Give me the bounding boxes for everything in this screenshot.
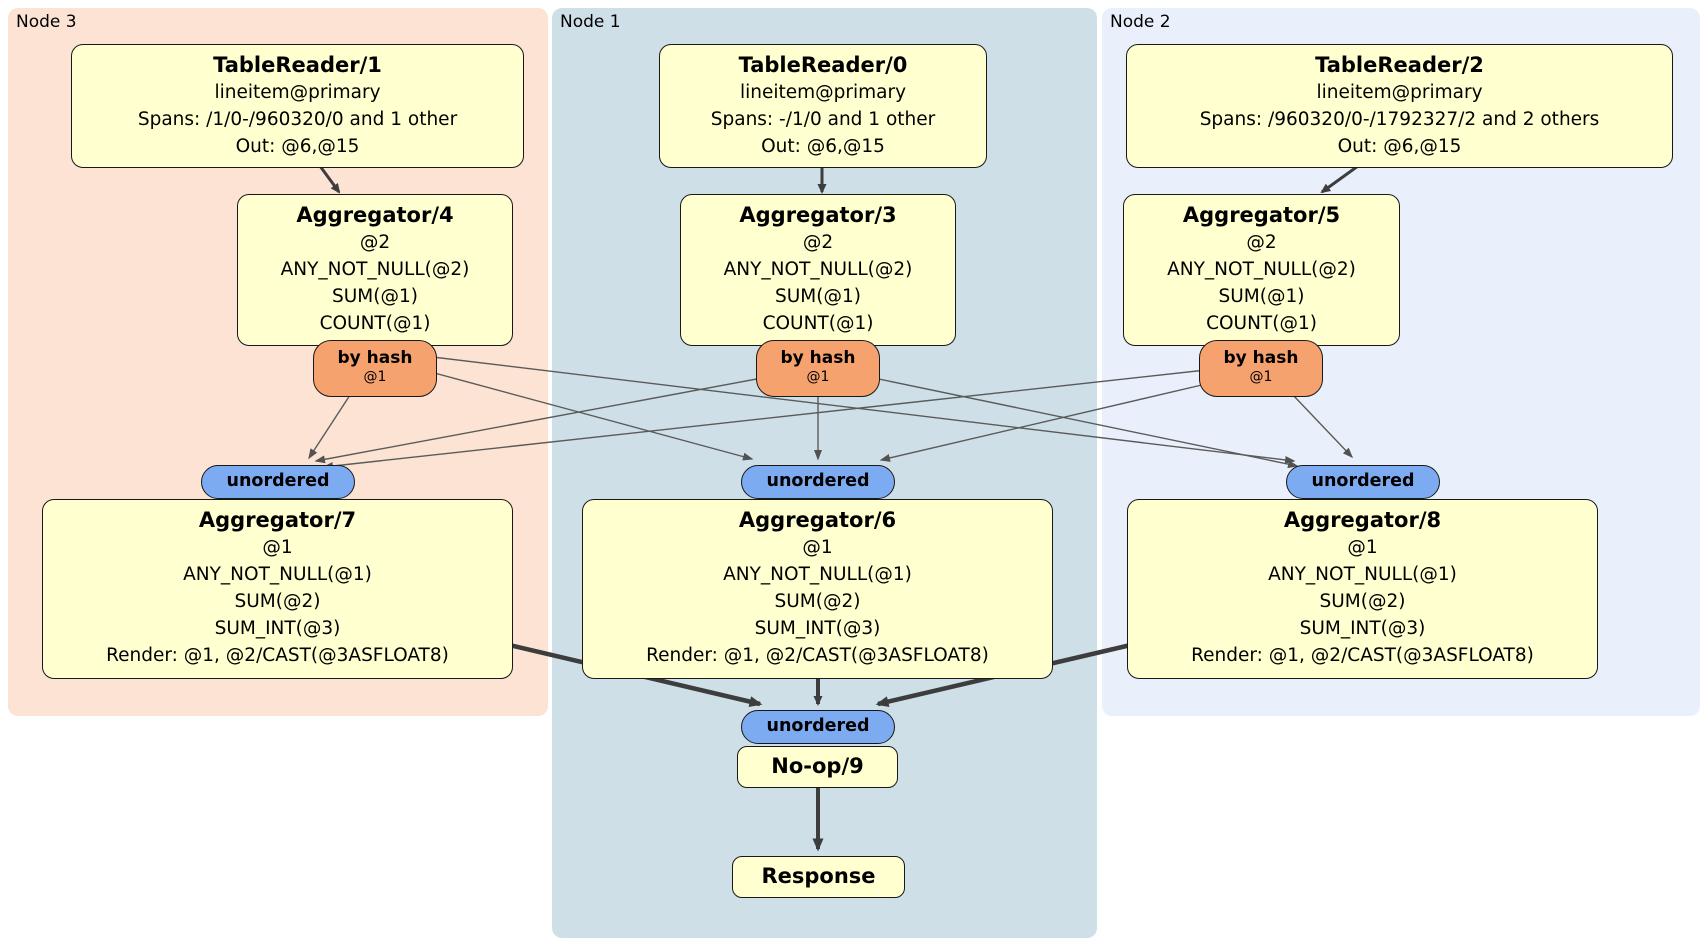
tablereader-0-title: TableReader/0 <box>738 53 908 77</box>
edge-router3-sync7 <box>314 377 763 464</box>
edge-tr2-agg5 <box>1320 164 1359 194</box>
unordered-sync-node2: unordered <box>1286 465 1440 499</box>
aggregator-5-title: Aggregator/5 <box>1182 203 1341 227</box>
aggregator-4-title: Aggregator/4 <box>296 203 454 227</box>
aggregator-7-title: Aggregator/7 <box>198 508 357 532</box>
edge-router4-sync7 <box>308 391 353 460</box>
node3-label: Node 3 <box>16 12 77 32</box>
tablereader-1-out: Out: @6,@15 <box>235 136 360 157</box>
tablereader-0-out: Out: @6,@15 <box>761 136 885 157</box>
by-hash-router-node3: by hash @1 <box>313 340 437 397</box>
aggregator-4-box: Aggregator/4 @2 ANY_NOT_NULL(@2) SUM(@1)… <box>237 194 513 346</box>
tablereader-1-title: TableReader/1 <box>213 53 382 77</box>
unordered-sync-node1: unordered <box>741 465 895 499</box>
aggregator-3-box: Aggregator/3 @2 ANY_NOT_NULL(@2) SUM(@1)… <box>680 194 956 346</box>
tablereader-0-spans: Spans: -/1/0 and 1 other <box>710 109 936 130</box>
edge-router5-sync7 <box>322 369 1207 470</box>
aggregator-3-title: Aggregator/3 <box>739 203 897 227</box>
aggregator-8-title: Aggregator/8 <box>1283 508 1442 532</box>
tablereader-2-spans: Spans: /960320/0-/1792327/2 and 2 others <box>1199 109 1600 130</box>
by-hash-router-node1: by hash @1 <box>756 340 880 397</box>
aggregator-5-box: Aggregator/5 @2 ANY_NOT_NULL(@2) SUM(@1)… <box>1123 194 1400 346</box>
response-box: Response <box>732 856 905 898</box>
edge-router4-sync6 <box>415 367 754 461</box>
tablereader-0-index: lineitem@primary <box>739 82 907 103</box>
by-hash-router-node2: by hash @1 <box>1199 340 1323 397</box>
edge-router3-sync8 <box>873 377 1299 469</box>
unordered-sync-node3: unordered <box>201 465 355 499</box>
aggregator-6-title: Aggregator/6 <box>738 508 897 532</box>
tablereader-1-spans: Spans: /1/0-/960320/0 and 1 other <box>137 109 458 130</box>
edge-tr1-agg4 <box>318 165 341 194</box>
aggregator-8-box: Aggregator/8 @1 ANY_NOT_NULL(@1) SUM(@2)… <box>1127 499 1598 679</box>
node1-label: Node 1 <box>560 12 621 32</box>
aggregator-6-box: Aggregator/6 @1 ANY_NOT_NULL(@1) SUM(@2)… <box>582 499 1053 679</box>
tablereader-0-box: TableReader/0 lineitem@primary Spans: -/… <box>659 44 987 168</box>
node2-label: Node 2 <box>1110 12 1171 32</box>
tablereader-2-out: Out: @6,@15 <box>1337 136 1462 157</box>
edge-router5-sync8 <box>1291 393 1354 459</box>
edge-router5-sync6 <box>879 383 1207 462</box>
tablereader-2-index: lineitem@primary <box>1316 82 1483 103</box>
noop-box: No-op/9 <box>737 746 898 788</box>
aggregator-7-box: Aggregator/7 @1 ANY_NOT_NULL(@1) SUM(@2)… <box>42 499 513 679</box>
unordered-sync-final: unordered <box>741 710 895 744</box>
tablereader-1-index: lineitem@primary <box>214 82 381 103</box>
tablereader-1-box: TableReader/1 lineitem@primary Spans: /1… <box>71 44 524 168</box>
tablereader-2-title: TableReader/2 <box>1315 53 1484 77</box>
tablereader-2-box: TableReader/2 lineitem@primary Spans: /9… <box>1126 44 1673 168</box>
